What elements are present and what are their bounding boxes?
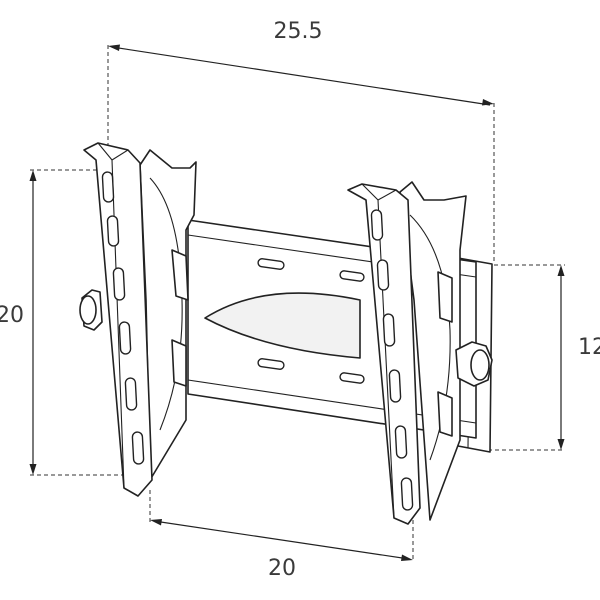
left-mounting-arm	[79, 142, 197, 497]
dimension-left-height: 20	[0, 169, 140, 476]
right-mounting-arm	[347, 181, 493, 525]
dimension-label-height-left: 20	[0, 303, 24, 328]
dimension-right-height: 12	[488, 264, 600, 451]
dimension-label-width-top: 25.5	[274, 19, 323, 44]
dimension-label-width-bottom: 20	[268, 556, 296, 581]
dimension-top-width: 25.5	[107, 19, 495, 262]
dimension-label-height-right: 12	[578, 335, 600, 360]
dimension-bottom-width: 20	[149, 490, 414, 581]
